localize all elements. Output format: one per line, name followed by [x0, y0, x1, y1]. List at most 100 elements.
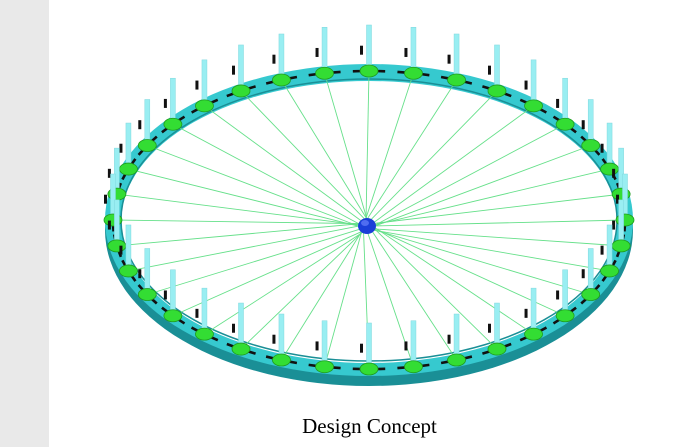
spoke-cable — [369, 228, 622, 247]
spoke-cable — [370, 123, 566, 229]
mast-node — [315, 27, 334, 80]
mast-node — [611, 199, 631, 253]
mast-pole — [238, 302, 244, 350]
mast-node — [137, 99, 157, 152]
mast-panel — [119, 143, 123, 153]
hub-body — [358, 218, 376, 234]
spoke-cable — [204, 105, 366, 224]
page-margin — [0, 0, 49, 447]
mast-node — [119, 122, 138, 176]
mast-base-pad — [272, 73, 291, 87]
mast-pole — [606, 224, 613, 272]
mast-pole — [587, 248, 594, 295]
spoke-cable — [367, 222, 534, 335]
mast-panel — [107, 168, 111, 178]
mast-node — [315, 320, 334, 374]
mast-base-pad — [195, 327, 214, 341]
mast-panel — [315, 341, 319, 351]
mast-panel — [138, 269, 142, 279]
spoke-cable — [370, 105, 534, 226]
mast-pole — [170, 77, 176, 125]
mast-panel — [107, 220, 111, 230]
mast-pole — [410, 27, 417, 74]
mast-base-pad — [195, 99, 214, 113]
mast-panel — [404, 341, 408, 351]
mast-panel — [600, 143, 604, 153]
mast-base-pad — [447, 353, 466, 367]
mast-pole — [606, 122, 613, 170]
mast-panel — [138, 120, 142, 130]
spoke-cable — [281, 222, 368, 361]
mast-node — [581, 99, 601, 152]
mast-panel — [581, 269, 585, 279]
mast-node — [272, 33, 291, 87]
mast-base-pad — [163, 117, 183, 131]
spoke-cable — [240, 224, 371, 350]
mast-base-pad — [447, 73, 466, 87]
mast-base-pad — [107, 239, 127, 253]
mast-panel — [488, 65, 491, 75]
mast-base-pad — [231, 84, 251, 98]
mast-base-pad — [315, 66, 334, 80]
mast-panel — [524, 308, 528, 318]
mast-pole — [530, 287, 537, 335]
mast-base-pad — [404, 360, 423, 374]
mast-panel — [404, 47, 408, 57]
mast-pole — [144, 99, 151, 146]
spoke-cable — [369, 227, 457, 361]
mast-base-pad — [137, 288, 157, 301]
mast-node — [581, 248, 601, 301]
mast-panel — [581, 120, 585, 130]
mast-panel — [119, 245, 123, 255]
mast-panel — [612, 220, 616, 230]
mast-base-pad — [581, 139, 601, 152]
mast-node — [359, 322, 379, 376]
mast-panel — [488, 323, 491, 333]
mast-panel — [556, 290, 560, 300]
mast-pole — [366, 24, 372, 72]
mast-node — [447, 313, 466, 367]
spoke-cable — [204, 226, 371, 335]
spoke-cable — [365, 70, 370, 229]
mast-pole — [366, 322, 372, 370]
mast-pole — [144, 248, 151, 295]
mast-base-pad — [555, 309, 575, 323]
mast-panel — [272, 54, 276, 64]
mast-panel — [447, 334, 451, 344]
mast-pole — [530, 59, 537, 107]
mast-node — [555, 269, 575, 323]
mast-node — [195, 287, 214, 341]
spoke-cable — [147, 145, 365, 229]
spoke-cable — [365, 228, 610, 272]
mast-pole — [114, 199, 120, 247]
mast-pole — [238, 44, 244, 92]
spoke-cable — [370, 224, 498, 350]
mast-base-pad — [404, 66, 423, 80]
spoke-cable — [112, 219, 370, 225]
mast-pole — [278, 313, 285, 361]
ring-structure-diagram — [103, 24, 635, 386]
mast-pole — [278, 33, 285, 81]
mast-node — [359, 24, 379, 78]
mast-base-pad — [119, 264, 138, 278]
mast-pole — [494, 302, 500, 350]
mast-base-pad — [600, 264, 619, 278]
mast-node — [195, 59, 214, 113]
mast-panel — [104, 194, 107, 204]
mast-panel — [616, 194, 619, 204]
mast-base-pad — [487, 342, 507, 356]
mast-pole — [125, 122, 132, 170]
spoke-cable — [367, 90, 498, 224]
spoke-cable — [363, 79, 457, 225]
mast-panel — [195, 80, 199, 90]
mast-panel — [612, 168, 616, 178]
mast-panel — [360, 343, 363, 353]
mast-pole — [201, 287, 208, 335]
mast-base-pad — [137, 139, 157, 152]
mast-panel — [315, 47, 319, 57]
mast-base-pad — [359, 64, 379, 78]
mast-node — [447, 33, 466, 87]
hub-highlight — [361, 220, 369, 226]
spoke-cable — [370, 219, 626, 227]
mast-pole — [410, 320, 417, 367]
